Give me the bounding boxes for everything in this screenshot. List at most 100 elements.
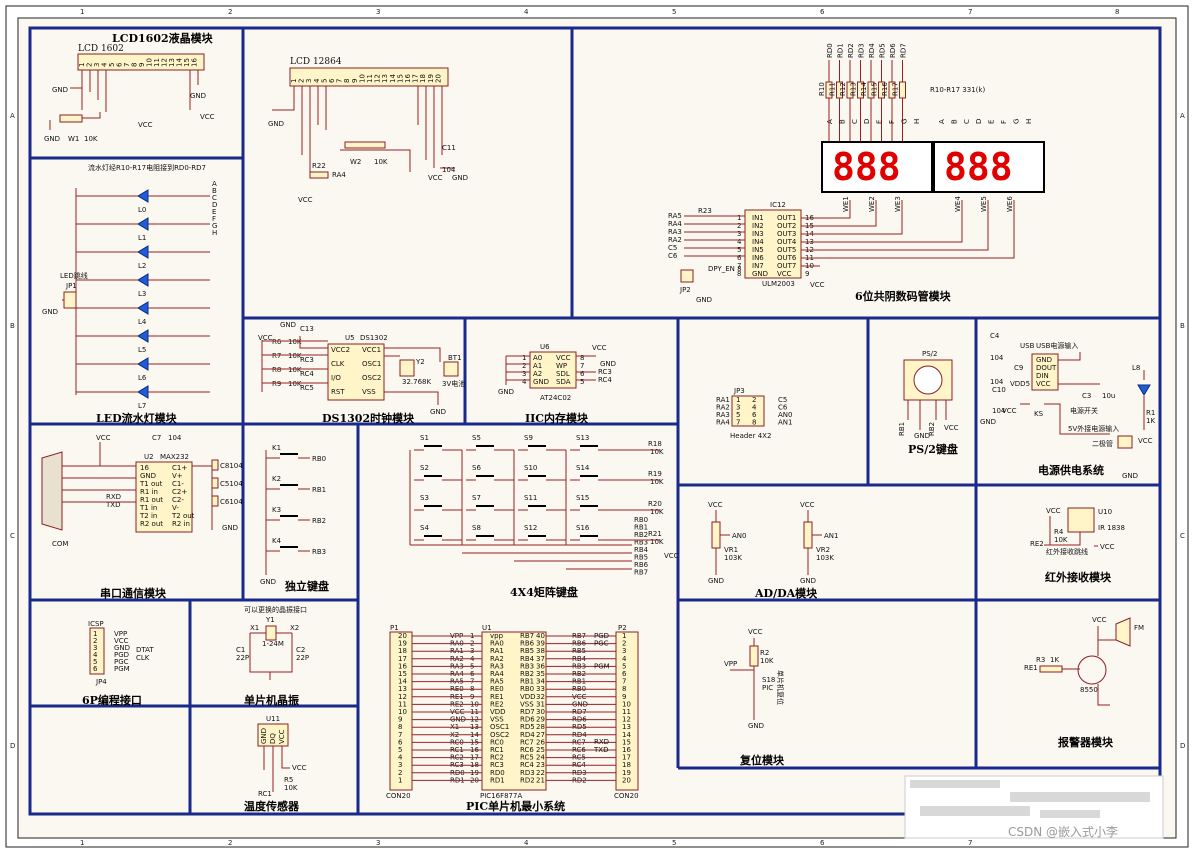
pic-p1-num: 8 — [398, 723, 402, 731]
seg-ic-in-num: 6 — [737, 254, 742, 262]
pic-u-right-pin: RD3 — [520, 769, 535, 777]
lcd12864-pin-label: 20 — [434, 74, 442, 83]
seg-res-name: R17 — [892, 82, 900, 96]
ds1302-battery — [443, 361, 459, 377]
power-c4-val: 104 — [990, 354, 1004, 362]
pic-p1-num: 7 — [398, 731, 402, 739]
ds1302-pin-left: CLK — [331, 360, 345, 368]
ds1302-res-val: 10K — [288, 366, 302, 374]
pic-p2-num: 7 — [622, 678, 626, 686]
key-net: RB0 — [312, 455, 326, 463]
reset-res — [749, 645, 759, 667]
led-letter: C — [212, 194, 217, 202]
lcd12864-pin-label: 3 — [305, 79, 313, 83]
lcd1602-pot-name: W1 — [68, 135, 79, 143]
pic-p1-con: CON20 — [386, 792, 411, 800]
lcd12864-pin-label: 2 — [298, 79, 306, 83]
pic-p2-num: 15 — [622, 738, 631, 746]
key-name: K4 — [272, 537, 282, 545]
seg-vcc: VCC — [810, 281, 825, 289]
icsp-name: ICSP — [88, 620, 104, 628]
title-block-blur-4 — [1040, 810, 1100, 818]
seg-module: RD0R10RD1R11RD2R12RD3R13RD4R14RD5R15RD6R… — [668, 43, 1045, 304]
pic-p2-num: 11 — [622, 708, 631, 716]
seg-res-name: R15 — [871, 82, 879, 96]
adda-gnd-1: GND — [708, 577, 724, 585]
seg-res-net: RD0 — [826, 43, 834, 58]
power-usb-pin: GND — [1036, 356, 1052, 364]
matrix-res-val: 10K — [650, 508, 664, 516]
ps2-gnd: GND — [914, 432, 930, 440]
jp3-body — [731, 395, 765, 427]
adda-vr1 — [711, 521, 721, 549]
iic-pin-right: SDA — [556, 378, 571, 386]
pic-p2-num: 13 — [622, 723, 631, 731]
seg-ic-out-pin: OUT5 — [777, 246, 796, 254]
ir-net: RE2 — [1030, 540, 1044, 548]
matrix-net: RB4 — [634, 546, 649, 554]
power-title: 电源供电系统 — [1038, 463, 1104, 477]
pic-p1-num: 13 — [398, 685, 407, 693]
serial-pin-left: R2 out — [140, 520, 163, 528]
pic-u-right-pin: RD6 — [520, 716, 535, 724]
matrix-net: RB2 — [634, 531, 648, 539]
lcd1602-pin-label: 3 — [93, 63, 101, 67]
lcd1602-gnd-label-2: GND — [44, 135, 60, 143]
alarm-res: R3 — [1036, 656, 1045, 664]
seg-res-name: R11 — [829, 82, 837, 96]
serial-db9-connector — [41, 451, 63, 531]
serial-pin-left: T2 in — [139, 512, 157, 520]
adda-vr2-name: VR2 — [816, 546, 830, 554]
pic-p1-num: 11 — [398, 700, 407, 708]
pic-u-right-pin: RC5 — [520, 754, 534, 762]
iic-title: IIC内存模块 — [525, 411, 589, 425]
pic-u-right-num: 40 — [536, 632, 545, 640]
pic-u-left-pin: RC3 — [490, 761, 504, 769]
seg-driver-ic — [744, 209, 802, 279]
pic-pgm-label: PGM — [594, 662, 610, 670]
pic-u-left-pin: RC0 — [490, 738, 504, 746]
pic-u-right-pin: RB0 — [520, 685, 534, 693]
matrix-key-name: S6 — [472, 464, 481, 472]
ds1302-res-val: 10K — [288, 338, 302, 346]
pic-p2-num: 3 — [622, 647, 626, 655]
seg-res-net: RD7 — [900, 43, 908, 58]
power-res: R1 — [1146, 409, 1155, 417]
pic-p1-num: 3 — [398, 761, 402, 769]
keys-gnd: GND — [260, 578, 276, 586]
grid-col-1: 1 — [80, 8, 84, 16]
serial-chip — [135, 461, 193, 533]
pic-u-right-pin: RB3 — [520, 662, 534, 670]
pic-u-right-num: 30 — [536, 708, 545, 716]
grid-row-c: C — [10, 532, 15, 540]
seg-ic-out-pin: OUT4 — [777, 238, 797, 246]
lcd12864-pin-label: 7 — [336, 79, 344, 83]
lcd12864-cap-val: 104 — [442, 166, 456, 174]
seg-letter-right: B — [950, 119, 958, 124]
seg-ic-in-pin: GND — [752, 270, 768, 278]
icsp-pin-num: 4 — [93, 651, 98, 659]
key-net: RB3 — [312, 548, 326, 556]
led-jumper — [63, 291, 77, 309]
iic-pin-num: 6 — [580, 370, 585, 378]
jp3-name: JP3 — [733, 387, 745, 395]
seg-res-name: R16 — [881, 82, 889, 96]
pic-u-left-pin: RA0 — [490, 640, 504, 648]
serial-txd: TXD — [105, 501, 120, 509]
adda-vr2-val: 103K — [816, 554, 834, 562]
ds1302-bat: BT1 — [448, 354, 462, 362]
temp-title: 温度传感器 — [244, 799, 300, 813]
seg-letter-left: G — [900, 119, 908, 124]
jp3-pin-num: 7 — [736, 419, 740, 427]
serial-cap: C7 — [152, 434, 161, 442]
seg-ic-in-pin: IN4 — [752, 238, 764, 246]
lcd1602-vcc-label: VCC — [138, 121, 153, 129]
iic-part: AT24C02 — [540, 394, 571, 402]
pic-u-left-pin: VDD — [490, 708, 506, 716]
iic-pin-left: GND — [533, 378, 549, 386]
seg-ic-in-pin: IN3 — [752, 230, 764, 238]
led-letter: F — [212, 215, 216, 223]
serial-pin-right: R2 in — [172, 520, 190, 528]
